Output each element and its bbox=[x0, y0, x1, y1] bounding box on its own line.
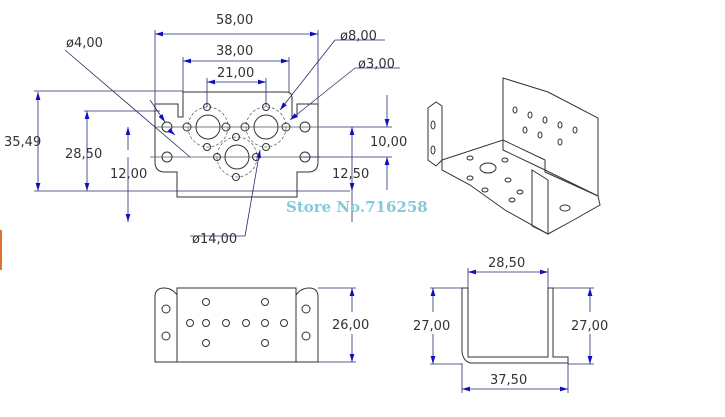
dim-27-left: 27,00 bbox=[413, 319, 450, 334]
dim-12-50: 12,50 bbox=[332, 167, 369, 182]
dim-27-right: 27,00 bbox=[571, 319, 608, 334]
dim-21: 21,00 bbox=[217, 66, 254, 81]
dia-4-label: ø4,00 bbox=[66, 36, 103, 51]
dia-14-label: ø14,00 bbox=[192, 232, 237, 247]
dim-26: 26,00 bbox=[332, 318, 369, 333]
dim-58: 58,00 bbox=[216, 13, 253, 28]
dia-3-label: ø3,00 bbox=[358, 57, 395, 72]
dim-35-49: 35,49 bbox=[4, 135, 41, 150]
u-view: 28,50 27,00 27,00 37,50 bbox=[413, 256, 608, 393]
dim-38: 38,00 bbox=[216, 44, 253, 59]
dim-28-50-u: 28,50 bbox=[488, 256, 525, 271]
front-view: 58,00 38,00 21,00 35,49 28,50 12,00 10,0… bbox=[4, 13, 407, 247]
dim-12: 12,00 bbox=[110, 167, 147, 182]
edge-artifact bbox=[0, 230, 2, 270]
dia-8-label: ø8,00 bbox=[340, 29, 377, 44]
watermark: Store No.716258 bbox=[286, 198, 428, 216]
dim-10: 10,00 bbox=[370, 135, 407, 150]
isometric-view bbox=[427, 77, 601, 235]
dim-28-50: 28,50 bbox=[65, 147, 102, 162]
side-view: 26,00 bbox=[154, 287, 369, 363]
dim-37-50: 37,50 bbox=[490, 373, 527, 388]
